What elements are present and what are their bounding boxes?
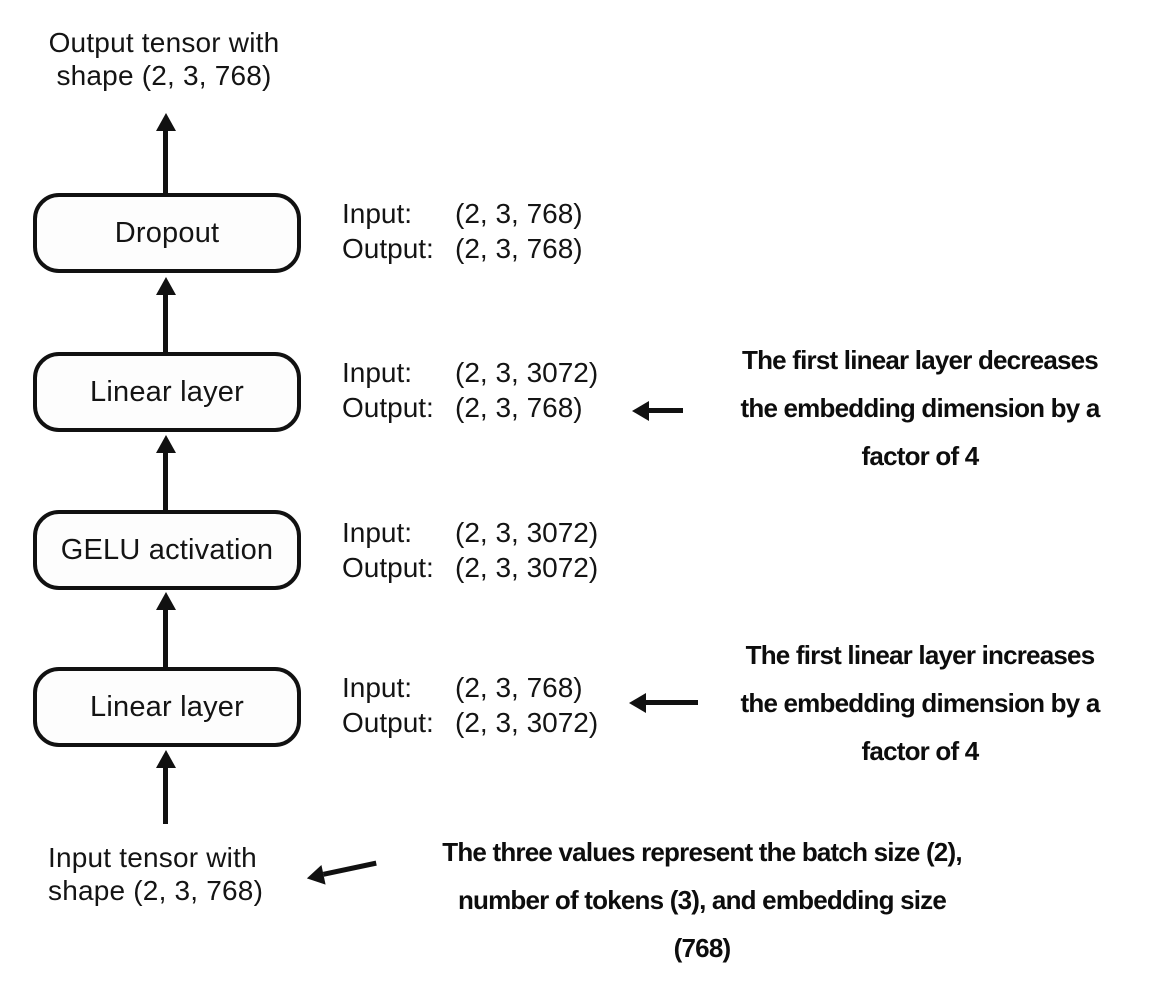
note-line: factor of 4 [861, 736, 980, 766]
arrow-shaft [163, 295, 168, 352]
arrow-left-icon-tensor-shape [304, 853, 379, 888]
io-input-label: Input: [342, 517, 413, 548]
arrow-up-icon-3 [155, 592, 176, 667]
io-input-value: (2, 3, 768) [455, 672, 583, 703]
io-block-linear-first: Input: (2, 3, 768) Output: (2, 3, 3072) [342, 670, 598, 740]
arrow-shaft [322, 860, 377, 877]
layer-label-linear-second: Linear layer [90, 375, 244, 408]
io-input-value: (2, 3, 768) [455, 198, 583, 229]
arrow-shaft [649, 408, 683, 413]
output-tensor-line2: shape (2, 3, 768) [56, 60, 272, 91]
io-input-label: Input: [342, 198, 413, 229]
arrow-head [155, 750, 176, 768]
note-line: The first linear layer increases [745, 640, 1096, 670]
io-output-value: (2, 3, 768) [455, 392, 583, 423]
layer-label-dropout: Dropout [114, 216, 220, 249]
layer-box-gelu: GELU activation [33, 510, 301, 590]
note-line: The first linear layer decreases [742, 345, 1099, 375]
note-tensor-shape: The three values represent the batch siz… [372, 828, 1032, 972]
note-line: the embedding dimension by a [740, 688, 1101, 718]
io-block-linear-second: Input: (2, 3, 3072) Output: (2, 3, 768) [342, 355, 598, 425]
note-line: factor of 4 [861, 441, 980, 471]
arrow-up-icon-2 [155, 435, 176, 510]
io-output-label: Output: [342, 392, 434, 423]
input-tensor-label: Input tensor with shape (2, 3, 768) [40, 841, 293, 907]
layer-label-gelu: GELU activation [60, 533, 274, 566]
layer-box-dropout: Dropout [33, 193, 301, 273]
io-input-label: Input: [342, 357, 413, 388]
note-line: The three values represent the batch siz… [442, 837, 962, 867]
layer-box-linear-second: Linear layer [33, 352, 301, 432]
arrow-head [155, 113, 176, 131]
note-linear-decrease: The first linear layer decreases the emb… [700, 336, 1140, 480]
arrow-head [155, 277, 176, 295]
io-output-label: Output: [342, 707, 434, 738]
arrow-left-icon-increase [629, 692, 698, 713]
arrow-shaft [163, 768, 168, 824]
arrow-left-icon-decrease [632, 400, 683, 421]
output-tensor-label: Output tensor with shape (2, 3, 768) [24, 26, 304, 92]
note-linear-increase: The first linear layer increases the emb… [700, 631, 1140, 775]
io-block-gelu: Input: (2, 3, 3072) Output: (2, 3, 3072) [342, 515, 598, 585]
input-tensor-line1: Input tensor with [48, 842, 257, 873]
arrow-shaft [646, 700, 698, 705]
arrow-head [155, 435, 176, 453]
io-input-value: (2, 3, 3072) [455, 517, 599, 548]
arrow-shaft [163, 610, 168, 667]
note-line: the embedding dimension by a [740, 393, 1101, 423]
io-block-dropout: Input: (2, 3, 768) Output: (2, 3, 768) [342, 196, 583, 266]
arrow-up-icon-bottom [155, 750, 176, 824]
arrow-head [155, 592, 176, 610]
arrow-up-icon-1 [155, 277, 176, 352]
io-output-value: (2, 3, 3072) [455, 707, 599, 738]
arrow-up-icon-top [155, 113, 176, 193]
arrow-head [304, 864, 326, 888]
output-tensor-line1: Output tensor with [48, 27, 280, 58]
input-tensor-line2: shape (2, 3, 768) [48, 875, 264, 906]
io-output-value: (2, 3, 768) [455, 233, 583, 264]
arrow-head [632, 400, 649, 421]
note-line: (768) [673, 933, 732, 963]
arrow-shaft [163, 131, 168, 193]
io-output-label: Output: [342, 552, 434, 583]
io-output-label: Output: [342, 233, 434, 264]
io-output-value: (2, 3, 3072) [455, 552, 599, 583]
note-line: number of tokens (3), and embedding size [457, 885, 947, 915]
layer-label-linear-first: Linear layer [90, 690, 244, 723]
layer-box-linear-first: Linear layer [33, 667, 301, 747]
io-input-value: (2, 3, 3072) [455, 357, 599, 388]
arrow-head [629, 692, 646, 713]
io-input-label: Input: [342, 672, 413, 703]
arrow-shaft [163, 453, 168, 510]
